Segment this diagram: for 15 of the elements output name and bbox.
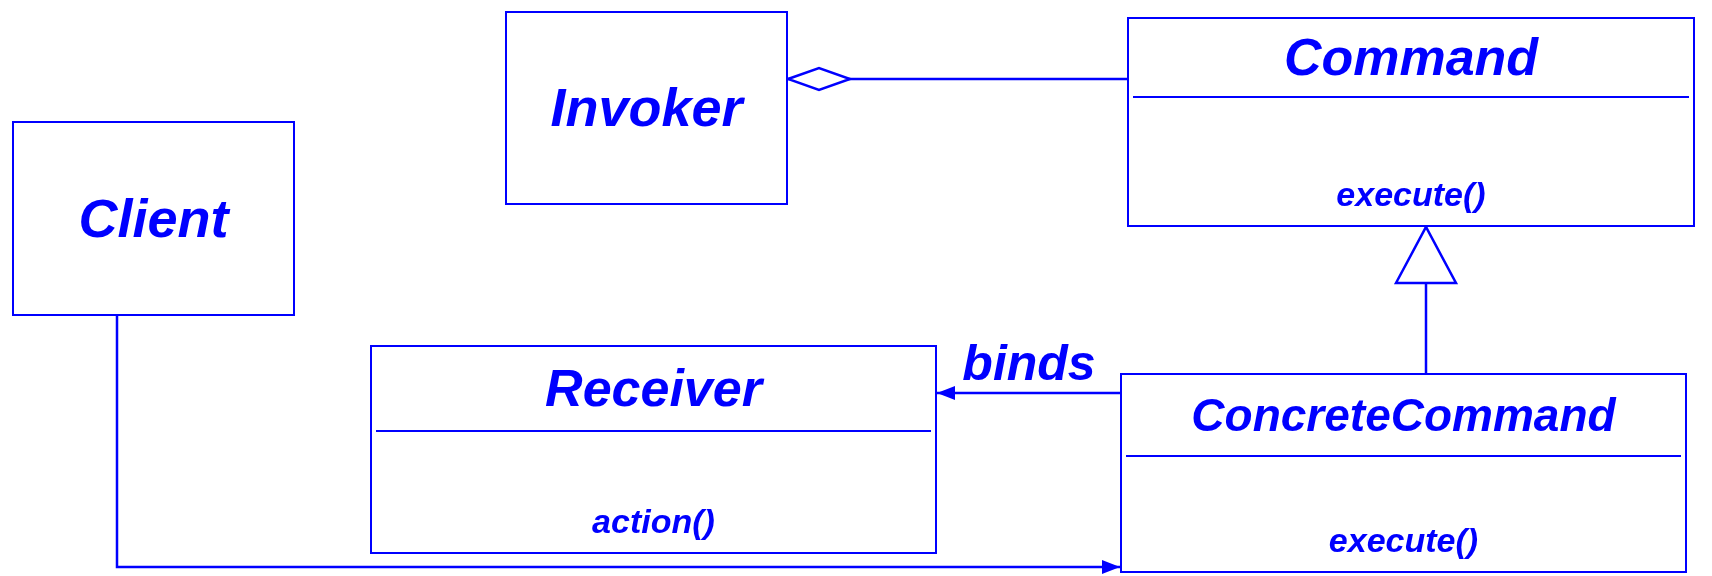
- method-name: execute(): [1328, 521, 1479, 559]
- arrow: [937, 386, 1120, 400]
- class-name: ConcreteCommand: [1191, 389, 1616, 441]
- class-box: [1120, 373, 1687, 573]
- class-name: Invoker: [550, 78, 743, 138]
- arrow: [115, 316, 1120, 574]
- method-name: action(): [592, 502, 715, 540]
- method-name: execute(): [1336, 175, 1486, 213]
- class-name: Command: [1283, 28, 1539, 87]
- class-box: [505, 11, 788, 205]
- class-box: [370, 345, 937, 554]
- class-box: [1127, 17, 1695, 227]
- class-name: Client: [78, 188, 229, 249]
- inheritance-arrow: [1394, 225, 1458, 373]
- class-box: [12, 121, 295, 316]
